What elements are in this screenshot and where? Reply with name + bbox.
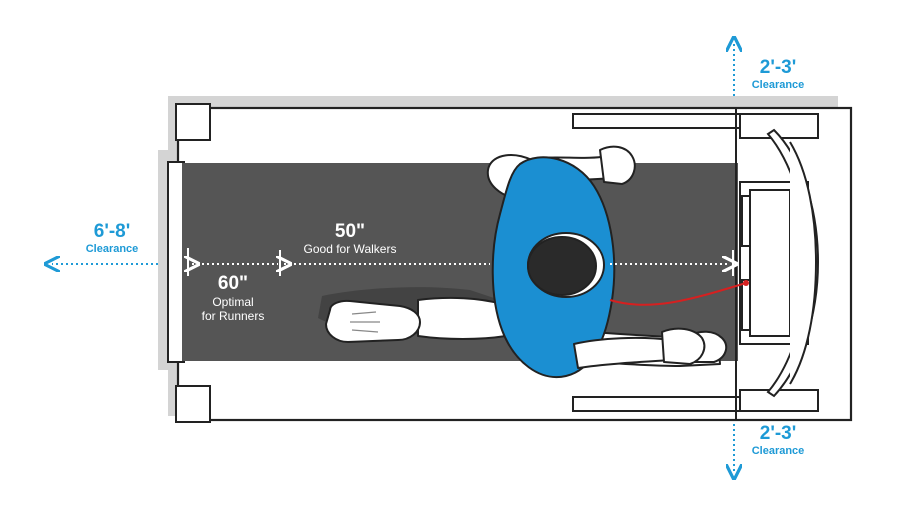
rear-roller: [167, 161, 185, 363]
safety-key: [743, 280, 749, 286]
safety-cord: [609, 282, 747, 306]
rear-clearance-label: 6'-8' Clearance: [72, 222, 152, 255]
rear-clearance-word: Clearance: [85, 243, 139, 255]
runners-label: 60" Optimal for Runners: [188, 274, 278, 322]
top-clearance-value: 2'-3': [759, 57, 797, 78]
rear-clearance-value: 6'-8': [93, 221, 131, 242]
handrail-bottom-upright: [739, 389, 819, 412]
handrail-top-upright: [739, 113, 819, 139]
walkers-label: 50" Good for Walkers: [290, 222, 410, 255]
runners-text-line2: for Runners: [201, 309, 265, 323]
runner-figure: [325, 145, 728, 379]
bottom-clearance-label: 2'-3' Clearance: [738, 424, 818, 457]
console: [735, 108, 820, 420]
bottom-clearance-word: Clearance: [751, 445, 805, 457]
walkers-text: Good for Walkers: [303, 242, 397, 256]
rear-roller-top-cap: [175, 103, 211, 141]
belt-measure-50: [280, 250, 733, 276]
handrail-bottom: [572, 396, 741, 412]
handrail-top: [572, 113, 741, 129]
walkers-length: 50": [334, 221, 366, 242]
bottom-clearance-value: 2'-3': [759, 423, 797, 444]
rear-roller-bottom-cap: [175, 385, 211, 423]
runners-length: 60": [217, 273, 249, 294]
top-clearance-label: 2'-3' Clearance: [738, 58, 818, 91]
top-clearance-word: Clearance: [751, 79, 805, 91]
runners-text-line1: Optimal: [212, 295, 254, 309]
belt-measure-60: [188, 248, 278, 276]
